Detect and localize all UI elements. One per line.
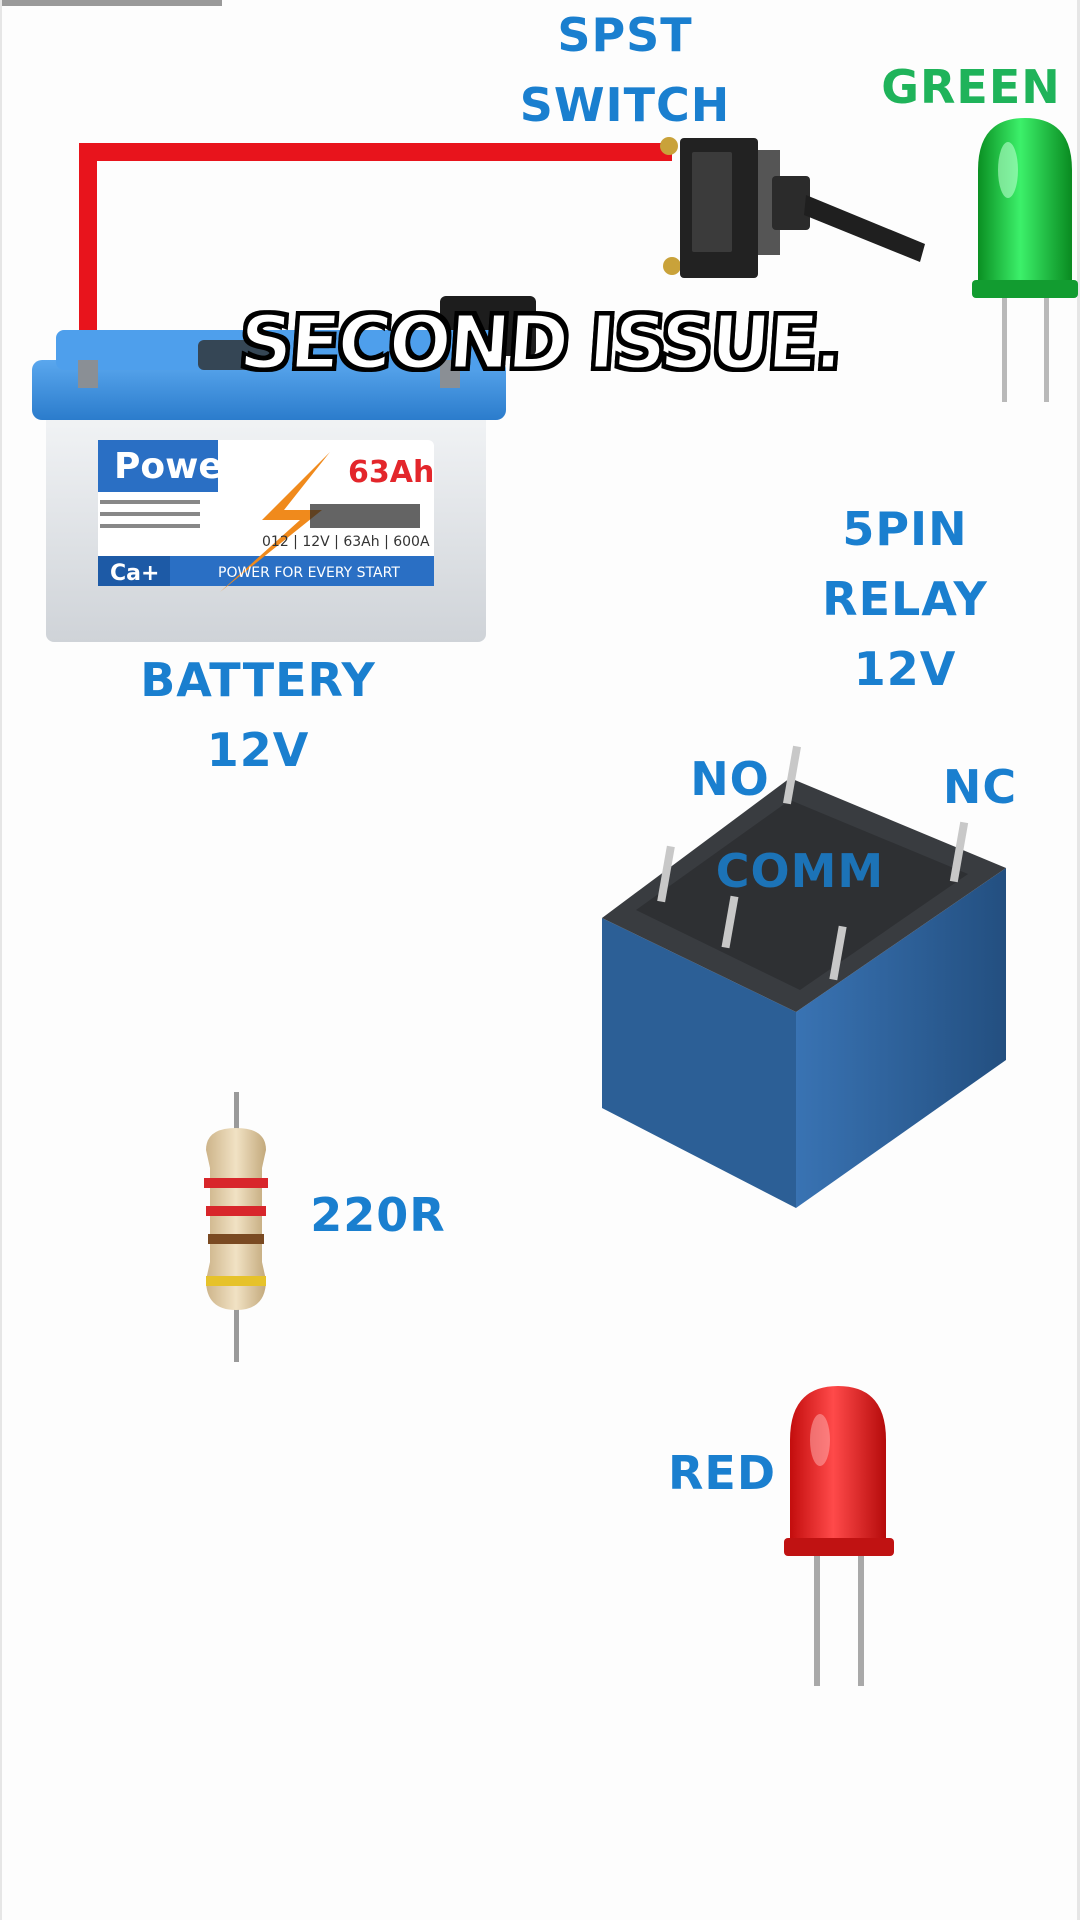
battery-icon: Power 63Ah 012 | 12V | 63Ah | 600A Ca+ P… [32, 296, 536, 642]
green-led-icon [972, 118, 1078, 402]
red-led-label: RED [667, 1446, 777, 1500]
caption-subtitle: SECOND ISSUE. [235, 299, 845, 388]
switch-label: SPST SWITCH [505, 0, 745, 140]
right-edge [1077, 0, 1080, 1920]
green-led-label: GREEN [881, 60, 1061, 114]
relay-label-line2: RELAY [822, 572, 988, 626]
relay-comm-label: COMM [715, 844, 885, 898]
resistor-icon [204, 1092, 268, 1362]
battery-capacity: 63Ah [348, 455, 434, 490]
spst-switch-icon [660, 137, 925, 278]
red-led-icon [784, 1386, 894, 1686]
resistor-label: 220R [310, 1188, 446, 1242]
battery-label-line2: 12V [206, 723, 310, 777]
battery-label-line1: BATTERY [140, 653, 376, 707]
relay-label-line1: 5PIN [842, 502, 968, 556]
battery-rating: 012 | 12V | 63Ah | 600A [262, 534, 430, 550]
status-bar-fragment [0, 0, 222, 6]
battery-label: BATTERY 12V [118, 645, 398, 785]
battery-brand: Power [114, 446, 241, 487]
relay-nc-label: NC [942, 760, 1018, 814]
battery-slogan: POWER FOR EVERY START [218, 565, 400, 581]
relay-no-label: NO [690, 752, 770, 806]
switch-label-line2: SWITCH [519, 78, 731, 132]
red-wire [79, 143, 672, 372]
relay-label-line3: 12V [853, 642, 957, 696]
battery-model: Ca+ [110, 561, 159, 586]
relay-icon [602, 745, 1006, 1208]
switch-label-line1: SPST [557, 8, 693, 62]
left-edge [0, 0, 2, 1920]
relay-label: 5PIN RELAY 12V [790, 494, 1020, 704]
